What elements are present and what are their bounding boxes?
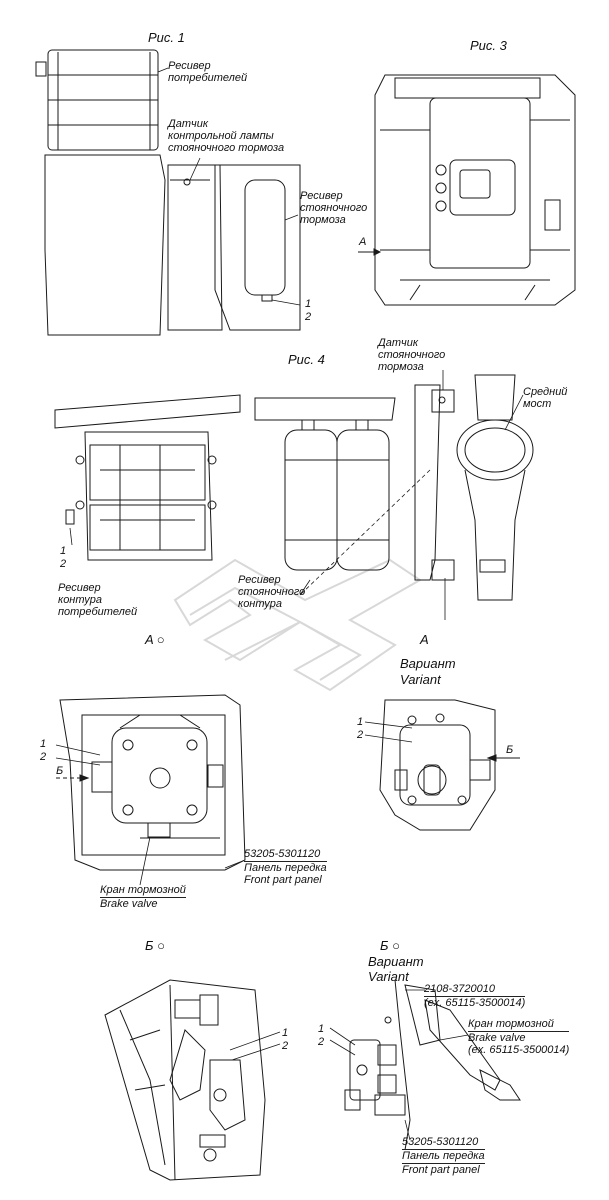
viewB-panel-label: 53205-5301120 Панель передка Front part … bbox=[402, 1136, 485, 1176]
fig4-middle-axle-label: Средний мост bbox=[523, 386, 568, 410]
viewB-valve-label: Кран тормозной Brake valve (ex. 65115-35… bbox=[468, 1018, 570, 1056]
fig1-leaders bbox=[157, 67, 301, 306]
fig4-receiver-parking-circuit-label: Ресивер стояночного контура bbox=[238, 574, 306, 610]
viewA-variant-leaders bbox=[364, 721, 413, 743]
viewA-left-leaders bbox=[55, 744, 246, 886]
viewA-variant-number-1: 1 bbox=[357, 716, 364, 728]
fig4-receiver-consumers bbox=[65, 431, 217, 561]
viewA-left-drawing bbox=[59, 694, 246, 871]
viewA-valve-label: Кран тормозной Brake valve bbox=[100, 884, 186, 910]
viewA-title: A ○ bbox=[145, 632, 165, 647]
figure-label-fig1: Рис. 1 bbox=[148, 30, 185, 45]
viewB-left-drawing bbox=[104, 979, 266, 1181]
fig4-dash-line bbox=[299, 469, 431, 596]
viewA-variant-number-2: 2 bbox=[357, 729, 364, 741]
viewB-variant-title: Б ○ bbox=[380, 938, 400, 953]
viewA-number-1: 1 bbox=[40, 738, 47, 750]
fig4-number-1: 1 bbox=[60, 545, 67, 557]
fig4-sensor-label: Датчик стояночного тормоза bbox=[378, 337, 446, 373]
viewB-number-2: 2 bbox=[282, 1040, 289, 1052]
fig4-receiver-consumer-circuit-label: Ресивер контура потребителей bbox=[58, 582, 138, 618]
viewB-number-1: 1 bbox=[282, 1027, 289, 1039]
viewA-number-2: 2 bbox=[40, 751, 47, 763]
fig3-cab-top-view bbox=[374, 74, 576, 306]
viewB-title: Б ○ bbox=[145, 938, 165, 953]
viewB-variant-number-2: 2 bbox=[318, 1036, 325, 1048]
viewA-arrow-left-label: Б bbox=[56, 765, 64, 777]
fig1-number-1: 1 bbox=[305, 298, 312, 310]
figure-label-fig4: Рис. 4 bbox=[288, 352, 325, 367]
fig4-number-2: 2 bbox=[60, 558, 67, 570]
viewA-variant-ru: Вариант bbox=[400, 656, 456, 671]
fig4-receiver-parking bbox=[284, 419, 390, 571]
fig1-number-2: 2 bbox=[305, 311, 312, 323]
figure-label-fig3: Рис. 3 bbox=[470, 38, 507, 53]
viewA-variant-drawing bbox=[379, 699, 496, 831]
viewA-variant-en: Variant bbox=[400, 672, 441, 687]
fig1-receiver-consumers-label: Ресивер потребителей bbox=[168, 60, 248, 84]
fig1-receiver-parking-label: Ресивер стояночного тормоза bbox=[300, 190, 368, 226]
viewA-arrow-right-label: Б bbox=[506, 744, 514, 756]
viewA-panel-label: 53205-5301120 Панель передка Front part … bbox=[244, 848, 327, 886]
fig4-leaders bbox=[69, 370, 524, 620]
viewA-variant-arrow bbox=[486, 754, 520, 762]
viewA-left-arrow bbox=[56, 774, 90, 782]
watermark-logo bbox=[173, 558, 422, 692]
fig3-view-arrow bbox=[358, 248, 382, 256]
viewB-variant-leaders bbox=[329, 989, 469, 1141]
fig4-axle bbox=[414, 374, 534, 601]
viewB-variant-en: Variant bbox=[368, 969, 409, 984]
viewB-variant-ru: Вариант bbox=[368, 954, 424, 969]
fig1-drawing bbox=[35, 49, 301, 336]
viewB-part-label: 2108-3720010 (ex. 65115-3500014) bbox=[424, 983, 526, 1009]
fig3-arrow-label: A bbox=[359, 236, 367, 248]
fig1-sensor-label: Датчик контрольной лампы стояночного тор… bbox=[168, 118, 285, 154]
fig4-frame-rails bbox=[54, 394, 396, 429]
viewA-variant-title: A bbox=[420, 632, 429, 647]
viewB-left-leaders bbox=[229, 1031, 281, 1061]
viewB-variant-number-1: 1 bbox=[318, 1023, 325, 1035]
